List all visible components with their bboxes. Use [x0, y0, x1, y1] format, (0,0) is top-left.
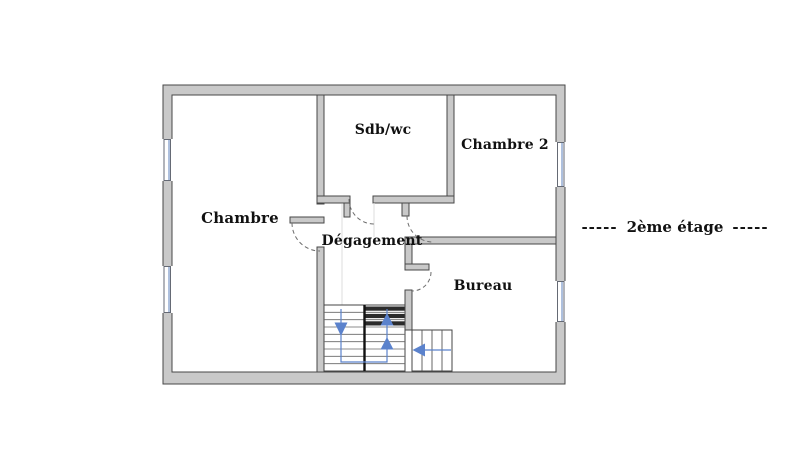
floor-caption: ----- 2ème étage -----: [581, 218, 768, 236]
floor-caption-dash-left: -----: [581, 218, 618, 236]
room-label-sdb-wc: Sdb/wc: [354, 122, 412, 138]
stairs-up-arrow-icon-1: [380, 313, 394, 326]
window-right-lower-icon: [557, 281, 565, 322]
room-label-chambre-2: Chambre 2: [461, 137, 549, 153]
stairs-down-arrow-icon: [334, 322, 348, 336]
door-arc-bureau: [411, 271, 432, 292]
door-arcs: [291, 198, 434, 292]
room-label-degagement: Dégagement: [321, 233, 423, 249]
guide-lines: [341, 203, 375, 305]
room-label-bureau: Bureau: [453, 278, 513, 294]
window-left-lower-icon: [163, 266, 171, 313]
staircase-main: [323, 304, 406, 372]
door-arc-sdb-wc: [348, 198, 375, 225]
stairs-up-arrow-icon-2: [380, 337, 394, 350]
window-left-upper-icon: [163, 139, 171, 181]
room-label-chambre: Chambre: [201, 209, 279, 227]
door-arc-chambre-2: [406, 215, 434, 243]
windows: [162, 139, 566, 322]
floor-caption-text: 2ème étage: [626, 218, 724, 236]
door-arc-chambre: [291, 222, 321, 252]
stair-direction-arrows: [334, 313, 425, 357]
stairs-left-arrow-icon: [412, 343, 425, 357]
floor-caption-dash-right: -----: [732, 218, 769, 236]
window-right-upper-icon: [557, 142, 565, 187]
interior-walls: [289, 94, 557, 373]
